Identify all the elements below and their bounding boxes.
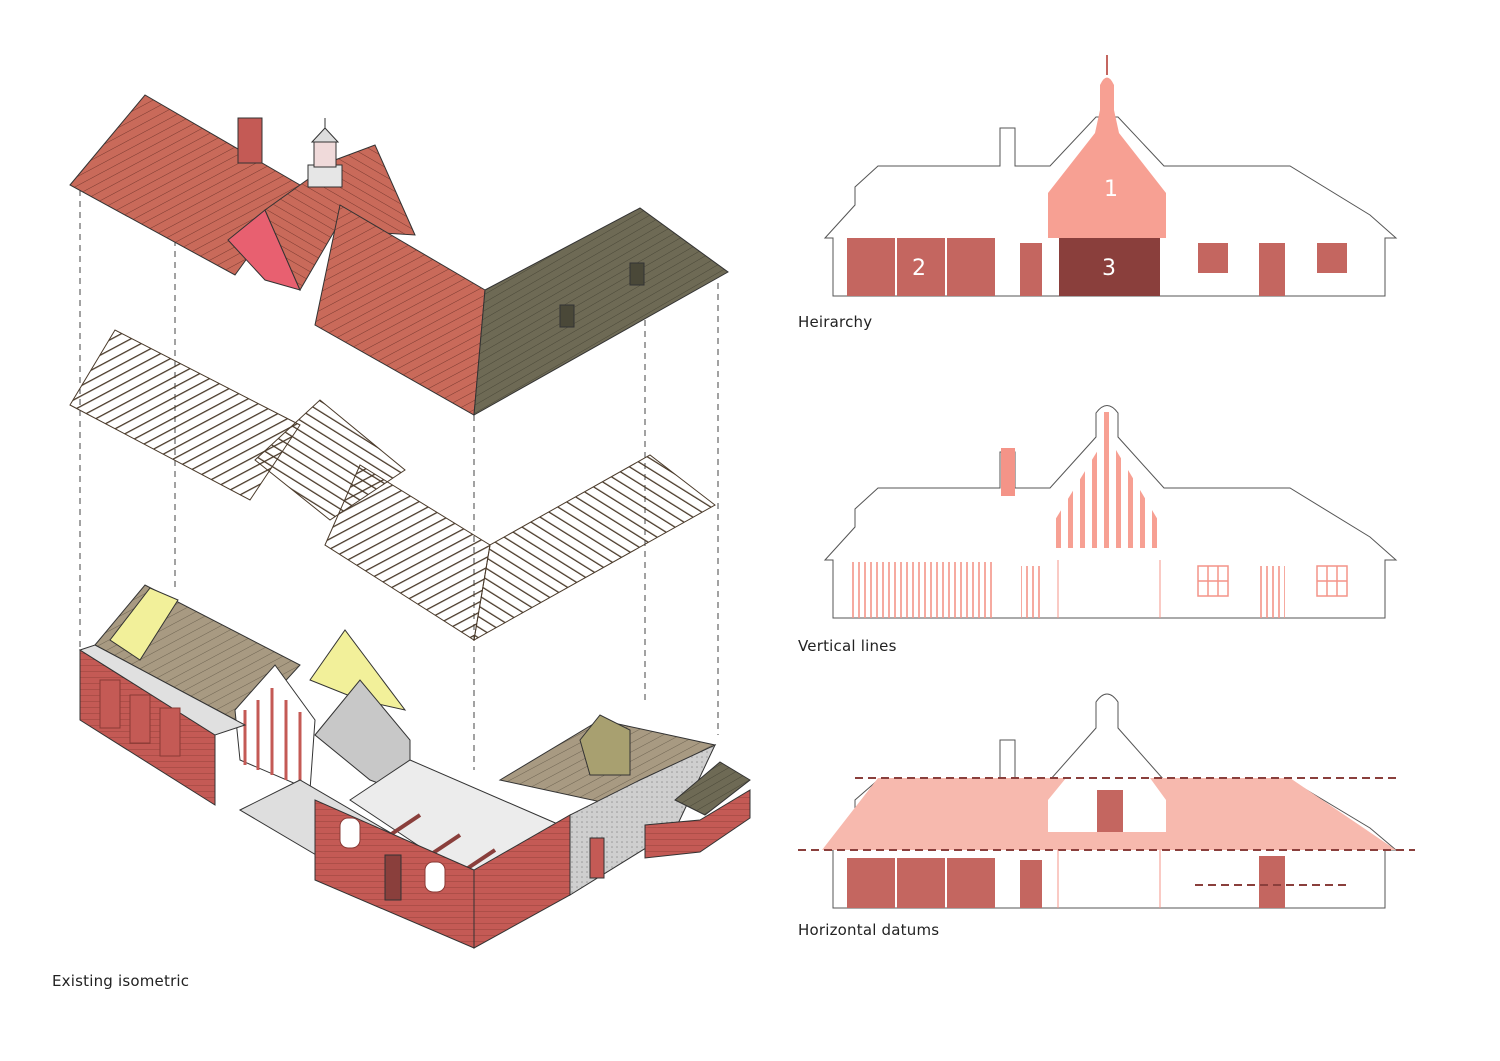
gable-stripes (1055, 450, 1158, 548)
lantern-base (307, 164, 343, 188)
timber-studs (243, 688, 302, 785)
small-door (1020, 243, 1042, 296)
tower-1 (1048, 77, 1166, 238)
number-1: 1 (1104, 177, 1118, 202)
lantern-stripes (1100, 412, 1116, 452)
yellow-gable-left (109, 587, 179, 661)
rafters-front (324, 464, 491, 641)
door-panels (99, 679, 181, 757)
lantern-cap (310, 127, 340, 143)
stall-dividers (388, 813, 497, 872)
bay-left (847, 858, 895, 908)
passage-3 (1059, 238, 1160, 296)
elevation-vertical-lines (823, 405, 1398, 619)
roof-layer (69, 94, 729, 416)
existing-isometric (69, 94, 751, 949)
bay-2-center (897, 238, 945, 296)
window-1 (1198, 243, 1228, 273)
elevation-hierarchy: 1 2 3 (823, 55, 1398, 297)
number-3: 3 (1102, 256, 1116, 281)
gable-door (1097, 790, 1123, 832)
window-grid-1 (1197, 565, 1229, 597)
dormer-vent (559, 304, 575, 328)
roof-slate-wing (473, 207, 729, 416)
timber-gable (234, 664, 316, 791)
chimney (237, 117, 263, 164)
window-2 (1317, 243, 1347, 273)
chimney-highlight (1001, 448, 1015, 496)
door-right (1259, 856, 1285, 908)
elevation-horizontal-datums (798, 693, 1415, 909)
caption-existing-isometric: Existing isometric (52, 972, 190, 990)
bay-2-left (847, 238, 895, 296)
door-lines (1021, 566, 1043, 618)
number-2: 2 (912, 256, 926, 281)
door-right (1259, 243, 1285, 296)
dormer-frame (579, 714, 631, 776)
caption-hierarchy: Heirarchy (798, 313, 873, 331)
bay-right (947, 858, 995, 908)
door-front (384, 854, 402, 901)
window-arched-1 (339, 817, 361, 849)
caption-horizontal-datums: Horizontal datums (798, 921, 940, 939)
datum-thin (1057, 850, 1161, 908)
ground-floor-layer (78, 584, 751, 949)
shed-roof (674, 761, 751, 816)
shed-wall (644, 789, 751, 859)
dormer-vent-2 (629, 262, 645, 286)
bay-lines (848, 562, 993, 618)
bay-center (897, 858, 945, 908)
yellow-gable-center (309, 629, 407, 711)
rafters-right (473, 454, 716, 641)
datum-lines (798, 777, 1415, 886)
wall-left-upper (78, 644, 247, 736)
mast (1106, 55, 1108, 75)
caption-vertical-lines: Vertical lines (798, 637, 897, 655)
outline (823, 405, 1398, 619)
window-arched-2 (424, 861, 446, 893)
rafters-left (69, 329, 301, 501)
bay-2-right (947, 238, 995, 296)
window-grid-2 (1316, 565, 1348, 597)
door-right-lines (1259, 566, 1285, 618)
roof-datum (822, 778, 1396, 850)
small-door (1020, 860, 1042, 908)
lantern (313, 141, 337, 168)
door-side (589, 837, 605, 879)
roof-front-wing (314, 204, 486, 416)
timber-frame-layer (69, 329, 716, 641)
